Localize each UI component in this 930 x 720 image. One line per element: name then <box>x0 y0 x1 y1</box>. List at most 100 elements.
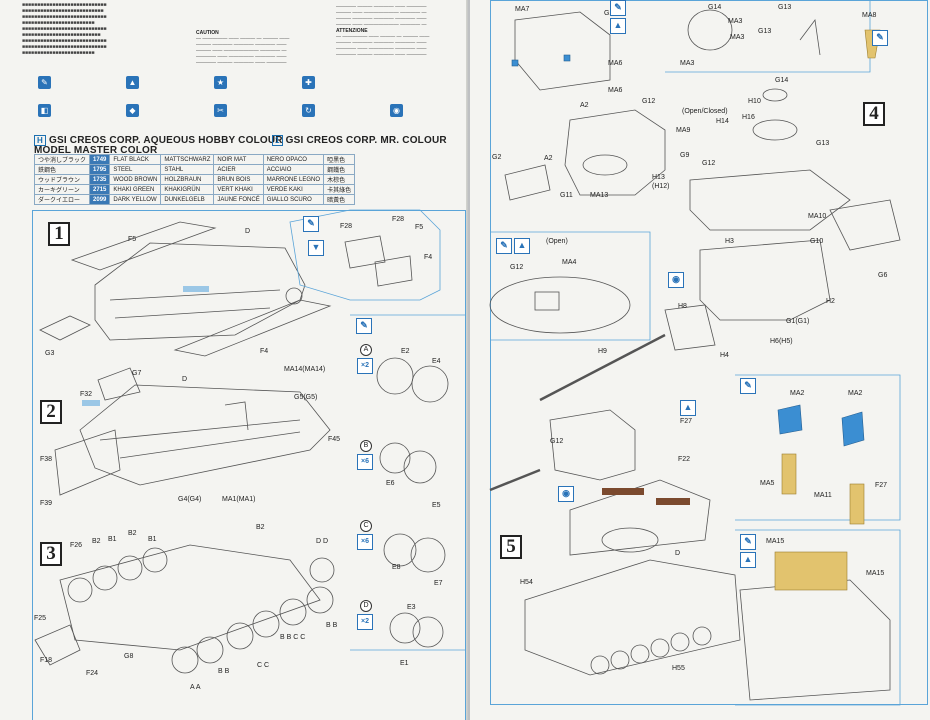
cement-icon-step4-a: ▲ <box>610 18 626 34</box>
label-h14: H14 <box>716 118 729 125</box>
label-ma15-b: MA15 <box>866 570 885 577</box>
label-f24: F24 <box>86 670 99 677</box>
bracket-ma11 <box>849 483 865 525</box>
label-f5-inset: F5 <box>415 224 424 231</box>
label-f5: F5 <box>128 236 137 243</box>
inset-callout <box>289 209 441 301</box>
label-f27-a: F27 <box>680 418 693 425</box>
symbol-legend: ✎ ▲ ★ ✚ ◧ ◆ ✂ ↻ ◉ <box>38 76 458 124</box>
label-ma9: MA9 <box>676 127 691 134</box>
label-f25: F25 <box>34 615 47 622</box>
label-g13-c: G13 <box>816 140 830 147</box>
part-b-marker: B <box>360 440 372 452</box>
qty-x6-b: ×6 <box>357 534 373 550</box>
right-steps-frame <box>490 0 928 705</box>
part-c-marker: C <box>360 520 372 532</box>
label-bbcc: B B C C <box>280 634 306 641</box>
fender-f4-drawing <box>173 299 332 357</box>
label-g12-b: G12 <box>702 160 716 167</box>
turret-roof-drawing <box>689 169 851 231</box>
mesh-ma15 <box>774 551 848 591</box>
label-f28-a: F28 <box>340 223 353 230</box>
label-g4: G4(G4) <box>178 496 202 503</box>
label-f4: F4 <box>260 348 269 355</box>
paint-icon-mesh-inset: ✎ <box>740 534 756 550</box>
step-2-number: 2 <box>40 400 62 424</box>
label-f18: F18 <box>40 657 53 664</box>
label-ma4: MA4 <box>562 259 577 266</box>
color-cell-fr: JAUNE FONCÉ <box>213 194 264 205</box>
hull-wheels-drawing <box>590 626 712 675</box>
water-icon-step5: ◉ <box>558 486 574 502</box>
label-g2: G2 <box>604 10 614 17</box>
label-g1: G1(G1) <box>786 318 810 325</box>
label-bb-right: B B <box>326 622 338 629</box>
armor-plate-ma2-b <box>841 411 865 447</box>
color-cell-code: 2099 <box>89 194 111 205</box>
label-ma6-a: MA6 <box>608 60 623 67</box>
attenzione-heading: ATTENZIONE <box>336 28 368 34</box>
label-ma5: MA5 <box>760 480 775 487</box>
paint-icon: ✎ <box>38 76 51 89</box>
label-g6: G6 <box>878 272 888 279</box>
label-open: (Open) <box>546 238 568 245</box>
decal-highlight <box>183 286 209 292</box>
sprocket-hub-drawing <box>285 287 303 305</box>
qty-x2-a: ×2 <box>357 358 373 374</box>
label-open-closed: (Open/Closed) <box>682 108 728 115</box>
label-g11: G11 <box>560 192 573 199</box>
label-d-hull: D <box>675 550 681 557</box>
cement-icon: ▲ <box>126 76 139 89</box>
label-dd: D D <box>316 538 329 545</box>
paint-icon-step4-a: ✎ <box>610 0 626 16</box>
road-wheels-drawing <box>67 547 335 674</box>
label-g7: G7 <box>132 370 142 377</box>
qty-x2-b: ×2 <box>357 614 373 630</box>
paint-icon-step4-b: ✎ <box>872 30 888 46</box>
label-f26: F26 <box>70 542 83 549</box>
label-cc: C C <box>257 662 270 669</box>
label-f4-inset: F4 <box>424 254 433 261</box>
part-a-marker: A <box>360 344 372 356</box>
paint-icon-step1: ✎ <box>303 216 319 232</box>
label-g14-a: G14 <box>708 4 722 11</box>
label-b2-a: B2 <box>92 538 101 545</box>
label-g5: G5(G5) <box>294 394 318 401</box>
caution-heading: CAUTION <box>196 30 219 36</box>
right-page-drawings <box>489 0 901 706</box>
brand-model-master: MODEL MASTER COLOR <box>34 145 158 156</box>
label-b2-b: B2 <box>128 530 137 537</box>
steps-frame <box>32 210 466 720</box>
mesh-f22 <box>602 488 644 495</box>
cupola-inset <box>665 0 871 73</box>
label-e4: E4 <box>432 358 441 365</box>
label-h6: H6(H5) <box>770 338 793 345</box>
lower-hull-drawing <box>524 559 741 676</box>
attenzione-notes: ———— ——— ———— —— ——————— —— ——————— ————… <box>336 4 461 96</box>
color-cell-it: GIALLO SCURO <box>262 194 325 205</box>
label-g12-c: G12 <box>510 264 524 271</box>
brand-left-text: GSI CREOS CORP. AQUEOUS HOBBY COLOUR <box>48 135 283 146</box>
label-f38: F38 <box>40 456 53 463</box>
left-instruction-page: ■■■■■■■■■■■■■■■■■■■■■■■■■■■■■■■■■■■■■■■■… <box>0 0 468 720</box>
armor-inset <box>735 374 901 521</box>
label-g10: G10 <box>810 238 824 245</box>
label-g12-turret: G12 <box>550 438 564 445</box>
label-ma7: MA7 <box>515 6 530 13</box>
label-a2-a: A2 <box>580 102 589 109</box>
cement-icon-open-inset: ▲ <box>514 238 530 254</box>
label-ma1: MA1(MA1) <box>222 496 256 503</box>
armor-plate-ma2-a <box>777 404 803 435</box>
repeat-icon: ↻ <box>302 104 315 117</box>
rear-hull-drawing <box>514 11 611 91</box>
step-4-number: 4 <box>863 102 885 126</box>
cement-icon-step1: ▼ <box>308 240 324 256</box>
label-f32: F32 <box>80 391 93 398</box>
label-g3: G3 <box>45 350 55 357</box>
label-f45: F45 <box>328 436 341 443</box>
label-d2: D <box>182 376 188 383</box>
label-e3: E3 <box>407 604 416 611</box>
